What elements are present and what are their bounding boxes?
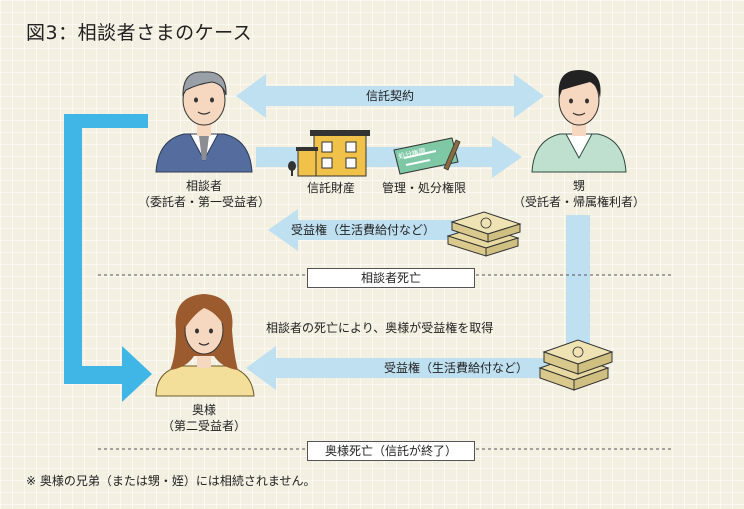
inheritance-flow-arrow	[64, 114, 152, 402]
money-stack-icon-1	[446, 211, 522, 257]
rights-card-icon	[393, 137, 461, 175]
wife-person-icon	[155, 294, 255, 397]
benefit-arrow-1	[268, 209, 470, 251]
benefit-arrow-2	[246, 346, 566, 390]
diagram-title: 図3：相談者さまのケース	[26, 22, 253, 44]
house-icon	[288, 130, 370, 177]
client-role: （委託者・第一受益者）	[137, 195, 270, 209]
money-stack-icon-2	[538, 339, 614, 391]
benefit-label-1: 受益権（生活費給付など）	[290, 223, 435, 237]
trust-property-arrow	[256, 136, 522, 178]
wife-name: 奥様	[191, 403, 216, 417]
client-name: 相談者	[185, 179, 222, 193]
trust-property-label: 信託財産	[306, 181, 355, 195]
trust-contract-arrow	[236, 74, 544, 118]
client-person-icon	[155, 71, 253, 173]
benefit-label-2: 受益権（生活費給付など）	[383, 361, 528, 375]
client-death-label: 相談者死亡	[307, 268, 475, 288]
wife-role: （第二受益者）	[161, 419, 246, 433]
inheritance-description: 相談者の死亡により、奥様が受益権を取得	[266, 321, 494, 335]
management-right-label: 管理・処分権限	[381, 181, 466, 195]
nephew-role: （受託者・帰属権利者）	[512, 195, 645, 209]
nephew-name: 甥	[572, 179, 585, 193]
wife-death-label: 奥様死亡（信託が終了）	[307, 441, 475, 461]
trust-contract-label: 信託契約	[365, 89, 414, 103]
nephew-person-icon	[531, 70, 627, 173]
footnote: ※ 奥様の兄弟（または甥・姪）には相続されません。	[26, 474, 316, 488]
